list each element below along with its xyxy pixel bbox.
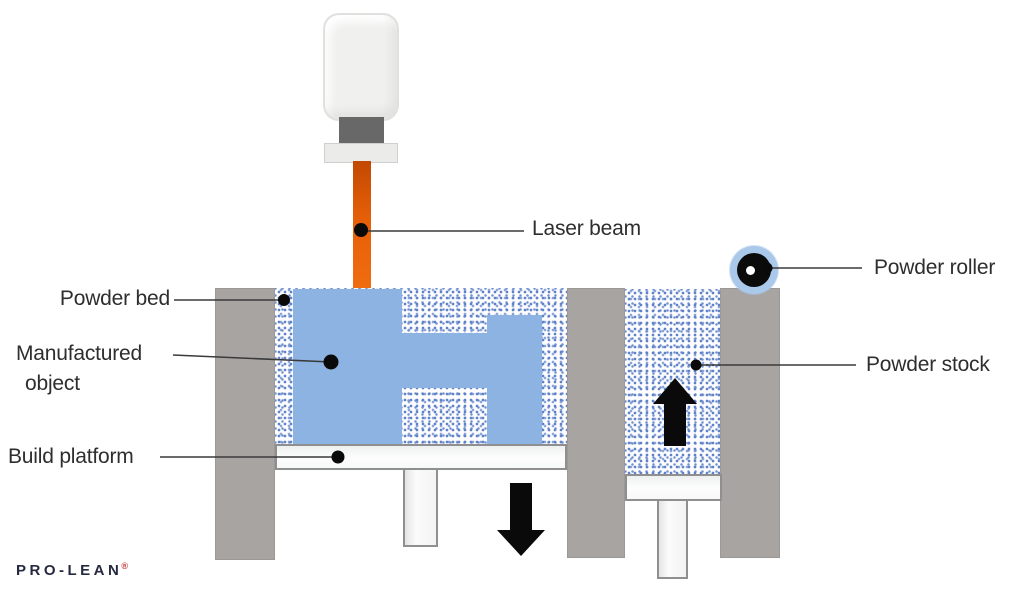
pro-lean-logo-text: PRO-LEAN xyxy=(16,562,123,579)
manufactured-object-middle-band xyxy=(402,333,488,388)
powder-roller-label: Powder roller xyxy=(874,256,996,279)
powder-stock-piston xyxy=(657,501,688,579)
build-platform-plate xyxy=(275,444,567,470)
powder-roller-axle xyxy=(746,266,755,275)
powder-bed-label: Powder bed xyxy=(59,287,170,310)
pro-lean-logo: PRO-LEAN® xyxy=(16,561,128,579)
manufactured-object-left-block xyxy=(293,289,402,444)
registered-mark-icon: ® xyxy=(121,561,128,571)
right-wall xyxy=(720,288,780,558)
manufactured-object-label-line2: object xyxy=(25,372,80,395)
powder-stock-region xyxy=(625,289,720,474)
left-wall xyxy=(215,288,275,560)
laser-beam xyxy=(353,161,371,290)
powder-stock-platform xyxy=(625,474,722,501)
laser-beam-label: Laser beam xyxy=(532,217,641,240)
manufactured-object-label: Manufactured object xyxy=(16,339,142,399)
build-platform-label: Build platform xyxy=(8,445,134,468)
laser-head xyxy=(323,13,399,121)
manufactured-object-label-line1: Manufactured xyxy=(16,342,143,365)
laser-collar xyxy=(324,143,398,163)
platform-down-arrow-icon xyxy=(497,483,545,556)
manufactured-object-right-column xyxy=(487,315,542,444)
laser-neck xyxy=(339,117,384,144)
center-wall xyxy=(567,288,625,558)
powder-stock-label: Powder stock xyxy=(866,353,990,376)
build-piston xyxy=(403,470,438,547)
